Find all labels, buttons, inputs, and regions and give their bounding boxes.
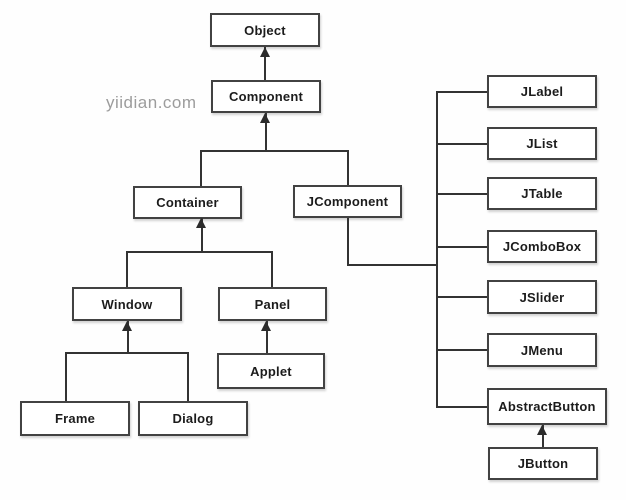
connector-line	[436, 296, 487, 298]
node-label: JLabel	[520, 84, 564, 99]
inheritance-arrow-up-icon	[122, 321, 132, 331]
node-applet: Applet	[217, 353, 325, 389]
connector-line	[436, 91, 487, 93]
node-label: JSlider	[519, 289, 565, 305]
node-dialog: Dialog	[138, 401, 248, 436]
node-label: Dialog	[172, 411, 214, 426]
node-label: JComponent	[306, 194, 389, 209]
watermark-text: yiidian.com	[106, 93, 197, 112]
node-label: JTable	[521, 186, 563, 201]
connector-line	[436, 193, 487, 195]
node-label: AbstractButton	[498, 399, 596, 414]
node-label: Container	[156, 195, 219, 210]
inheritance-arrow-up-icon	[260, 47, 270, 57]
node-jslider: JSlider	[487, 280, 597, 314]
connector-line	[271, 252, 273, 287]
node-label: Panel	[254, 296, 291, 312]
connector-line	[65, 353, 67, 401]
connector-line	[265, 113, 267, 151]
connector-line	[126, 251, 273, 253]
node-object: Object	[210, 13, 320, 47]
node-label: JButton	[517, 456, 569, 471]
connector-line	[127, 321, 129, 353]
node-panel: Panel	[218, 287, 327, 321]
connector-line	[436, 349, 487, 351]
connector-line	[201, 218, 203, 252]
node-label: JComboBox	[502, 239, 582, 254]
node-abstractbutton: AbstractButton	[487, 388, 607, 425]
connector-line	[126, 252, 128, 287]
node-jtable: JTable	[487, 177, 597, 210]
node-label: Applet	[250, 363, 292, 379]
inheritance-arrow-up-icon	[196, 218, 206, 228]
connector-line	[187, 353, 189, 401]
connector-line	[436, 246, 487, 248]
connector-line	[436, 91, 438, 408]
inheritance-arrow-up-icon	[537, 425, 547, 435]
node-frame: Frame	[20, 401, 130, 436]
connector-line	[264, 47, 266, 80]
node-label: JMenu	[520, 342, 564, 358]
connector-line	[200, 150, 349, 152]
inheritance-arrow-up-icon	[261, 321, 271, 331]
connector-line	[65, 352, 189, 354]
node-label: Frame	[54, 411, 96, 426]
node-jlist: JList	[487, 127, 597, 160]
node-jmenu: JMenu	[487, 333, 597, 367]
node-label: Component	[228, 89, 303, 104]
node-jcombobox: JComboBox	[487, 230, 597, 263]
connector-line	[347, 264, 438, 266]
node-component: Component	[211, 80, 321, 113]
connector-line	[347, 218, 349, 266]
node-window: Window	[72, 287, 182, 321]
connector-line	[347, 151, 349, 185]
node-label: JList	[526, 136, 558, 151]
connector-line	[436, 143, 487, 145]
connector-line	[542, 425, 544, 447]
node-container: Container	[133, 186, 242, 219]
connector-line	[436, 406, 487, 408]
node-jcomponent: JComponent	[293, 185, 402, 218]
node-label: Window	[101, 296, 153, 312]
node-label: Object	[244, 22, 286, 38]
inheritance-arrow-up-icon	[260, 113, 270, 123]
node-jbutton: JButton	[488, 447, 598, 480]
connector-line	[200, 151, 202, 186]
connector-line	[266, 321, 268, 353]
node-jlabel: JLabel	[487, 75, 597, 108]
